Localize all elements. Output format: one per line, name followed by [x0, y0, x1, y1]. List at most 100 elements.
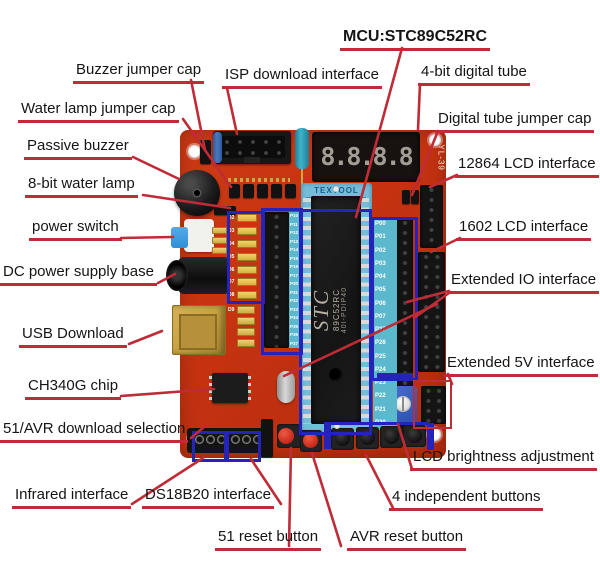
led-row: D4 [228, 238, 263, 251]
ext-5v-header [421, 386, 446, 424]
digital-tube-jumper [402, 190, 410, 204]
pin-label: P11 [290, 221, 298, 227]
label-usb-download: USB Download [19, 325, 127, 348]
label-1602-lcd: 1602 LCD interface [456, 218, 592, 241]
pin-label: P17 [290, 272, 299, 278]
label-ch340g: CH340G chip [25, 377, 122, 400]
isp-header-shroud [219, 136, 285, 158]
dc-jack-opening [166, 260, 188, 291]
lcd12864-header [420, 185, 443, 248]
label-4bit-digital-tube: 4-bit digital tube [418, 63, 530, 86]
left-io-header [264, 212, 289, 348]
label-12864-lcd: 12864 LCD interface [455, 155, 599, 178]
capacitor-blue [213, 132, 222, 163]
label-avr51-selection: 51/AVR download selection [0, 420, 189, 443]
led [237, 252, 257, 261]
jumper-cap [229, 184, 240, 198]
annotation-bracket-top [331, 422, 427, 425]
board-model-silkscreen: YL-39 [436, 144, 446, 171]
resistor [212, 237, 227, 244]
led-label: D7 [228, 279, 235, 286]
pin-label: P00 [375, 221, 386, 227]
label-digital-tube-jumper: Digital tube jumper cap [435, 110, 595, 133]
led-label: D3 [228, 228, 235, 235]
led [237, 265, 257, 274]
pin-label: P04 [375, 274, 386, 280]
label-buzzer-jumper-cap: Buzzer jumper cap [73, 61, 205, 84]
key-button-cap [407, 428, 422, 443]
jumper-cap [285, 184, 296, 198]
label-infrared: Infrared interface [12, 486, 132, 509]
led-row: D3 [228, 225, 263, 238]
lcd1602-header [418, 252, 445, 372]
avr-reset-button-cap [303, 433, 318, 448]
pin-label: P30 [290, 281, 299, 286]
pin-label: P10 [290, 213, 299, 218]
led [237, 227, 257, 236]
pin-label: P21 [375, 406, 386, 413]
annotation-box-mcu [299, 209, 372, 435]
digital-tube-jumper [411, 190, 419, 204]
isp-header [213, 131, 291, 164]
reset51-button-cap [278, 428, 294, 444]
resistor [237, 339, 255, 347]
led-label: D4 [228, 240, 235, 247]
label-8bit-water-lamp: 8-bit water lamp [25, 175, 138, 198]
pin-label: P22 [375, 393, 386, 400]
annotation-box-left-header [261, 208, 303, 355]
jumper-cap [271, 184, 282, 198]
pin-label: P14 [290, 247, 299, 252]
annotation-bracket-left [324, 422, 331, 449]
capacitor-teal [295, 128, 309, 169]
led-label-d9: D9 [228, 307, 235, 313]
solder-pads [228, 178, 290, 182]
annotation-bracket-right [427, 423, 434, 450]
label-passive-buzzer: Passive buzzer [24, 137, 132, 160]
led-label: D2 [228, 215, 235, 222]
led-label: D6 [228, 266, 235, 273]
pin-label: P03 [375, 260, 386, 267]
annotation-box-right-header [371, 217, 418, 381]
label-extended-io: Extended IO interface [448, 271, 600, 294]
label-mcu-title: MCU:STC89C52RC [340, 27, 491, 51]
led-row: D8 [228, 289, 263, 302]
led [237, 239, 257, 248]
resistor [212, 227, 227, 234]
annotation-box-leds [227, 211, 265, 304]
pin-label: P12 [290, 230, 299, 235]
annotation-box-ds18b20 [226, 431, 261, 462]
ch340g-chip-component [209, 373, 251, 403]
capacitor-leg [301, 168, 303, 190]
label-4-buttons: 4 independent buttons [389, 488, 544, 511]
led [237, 278, 257, 287]
label-water-lamp-jumper-cap: Water lamp jumper cap [18, 100, 179, 123]
label-lcd-brightness: LCD brightness adjustment [410, 448, 597, 471]
resistor [212, 247, 227, 254]
led-row: D5 [228, 250, 263, 263]
annotation-box-infrared [192, 431, 227, 462]
led-row: D7 [228, 276, 263, 289]
pin-label: P05 [375, 287, 386, 294]
led [237, 291, 257, 300]
pin-label: P01 [375, 234, 386, 241]
label-ds18b20: DS18B20 interface [142, 486, 274, 509]
power-switch-cap [171, 227, 188, 248]
label-extended-5v: Extended 5V interface [444, 354, 598, 377]
resistor [237, 306, 255, 314]
pin-label: P16 [290, 264, 299, 269]
pin-label: P23 [375, 380, 386, 386]
avr51-select-jumper [261, 419, 273, 457]
pin-label: P13 [290, 238, 299, 244]
label-avr-reset: AVR reset button [347, 528, 467, 551]
resistor [237, 317, 255, 325]
pin-label: P31 [290, 289, 299, 295]
key-button-cap [384, 429, 399, 444]
seven-segment-display: 8.8.8.8 [312, 132, 420, 182]
usb-connector [172, 305, 226, 355]
crystal [277, 371, 295, 403]
led-row: D2 [228, 212, 263, 225]
jumper-cap [243, 184, 254, 198]
led-label: D8 [228, 292, 235, 299]
